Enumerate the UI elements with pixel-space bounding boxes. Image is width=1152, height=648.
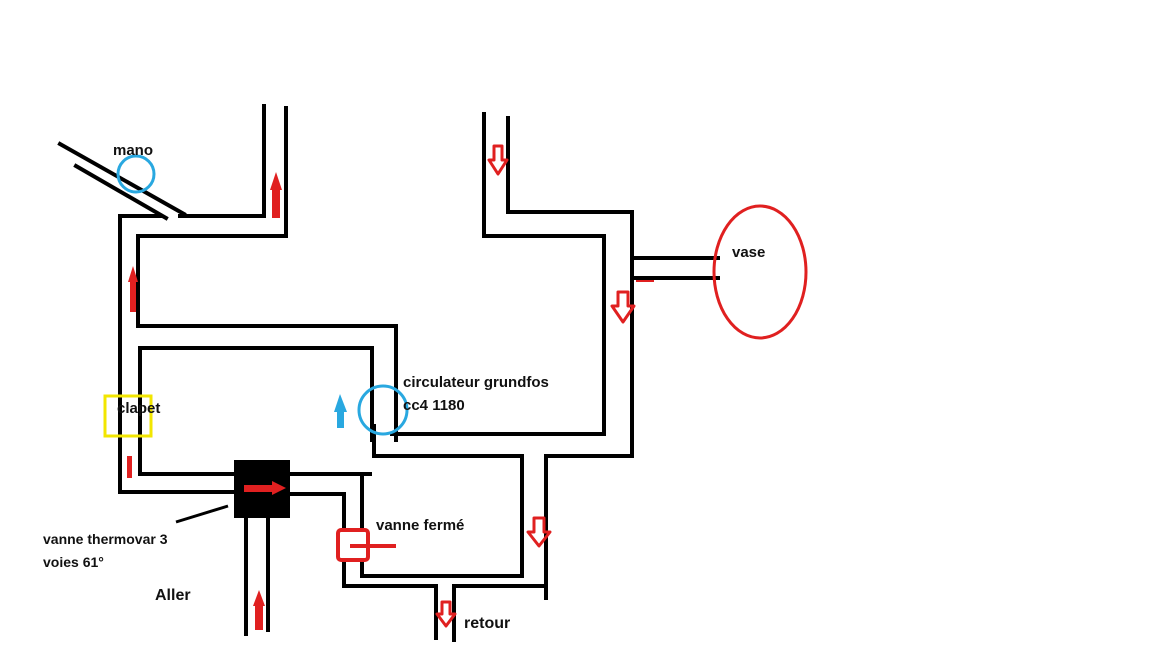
pipes bbox=[57, 104, 720, 642]
label-clapet: clapet bbox=[117, 400, 161, 417]
flow-arrow-right-icon bbox=[244, 481, 286, 495]
thermovar-leader-line bbox=[175, 504, 229, 524]
flow-arrow-small-icon bbox=[127, 456, 132, 478]
label-mano: mano bbox=[113, 142, 154, 159]
flow-arrow-down-icon bbox=[435, 600, 457, 628]
flow-arrow-up-icon bbox=[270, 172, 282, 218]
flow-arrow-up-icon bbox=[128, 266, 138, 312]
flow-arrow-up-icon bbox=[253, 590, 265, 630]
expansion-vessel-ellipse bbox=[712, 204, 808, 340]
label-vanne-thermovar-line1: vanne thermovar 3 bbox=[43, 531, 168, 547]
flow-arrow-down-icon bbox=[526, 516, 552, 548]
circulator-flow-arrow-up-icon bbox=[334, 394, 347, 428]
label-retour: retour bbox=[464, 615, 511, 632]
label-vase: vase bbox=[732, 244, 766, 261]
label-aller: Aller bbox=[155, 587, 191, 604]
mano-gauge-circle bbox=[116, 154, 156, 194]
label-vanne-thermovar-line2: voies 61° bbox=[43, 554, 104, 570]
flow-arrows bbox=[127, 144, 636, 630]
clapet-box bbox=[103, 394, 153, 438]
flow-arrow-down-icon bbox=[487, 144, 509, 176]
circulator-circle bbox=[357, 384, 409, 436]
flow-arrow-down-icon bbox=[610, 290, 636, 324]
label-circulateur-line1: circulateur grundfos bbox=[403, 374, 549, 391]
label-vanne-ferme: vanne fermé bbox=[376, 517, 465, 534]
label-circulateur-line2: cc4 1180 bbox=[403, 397, 465, 414]
